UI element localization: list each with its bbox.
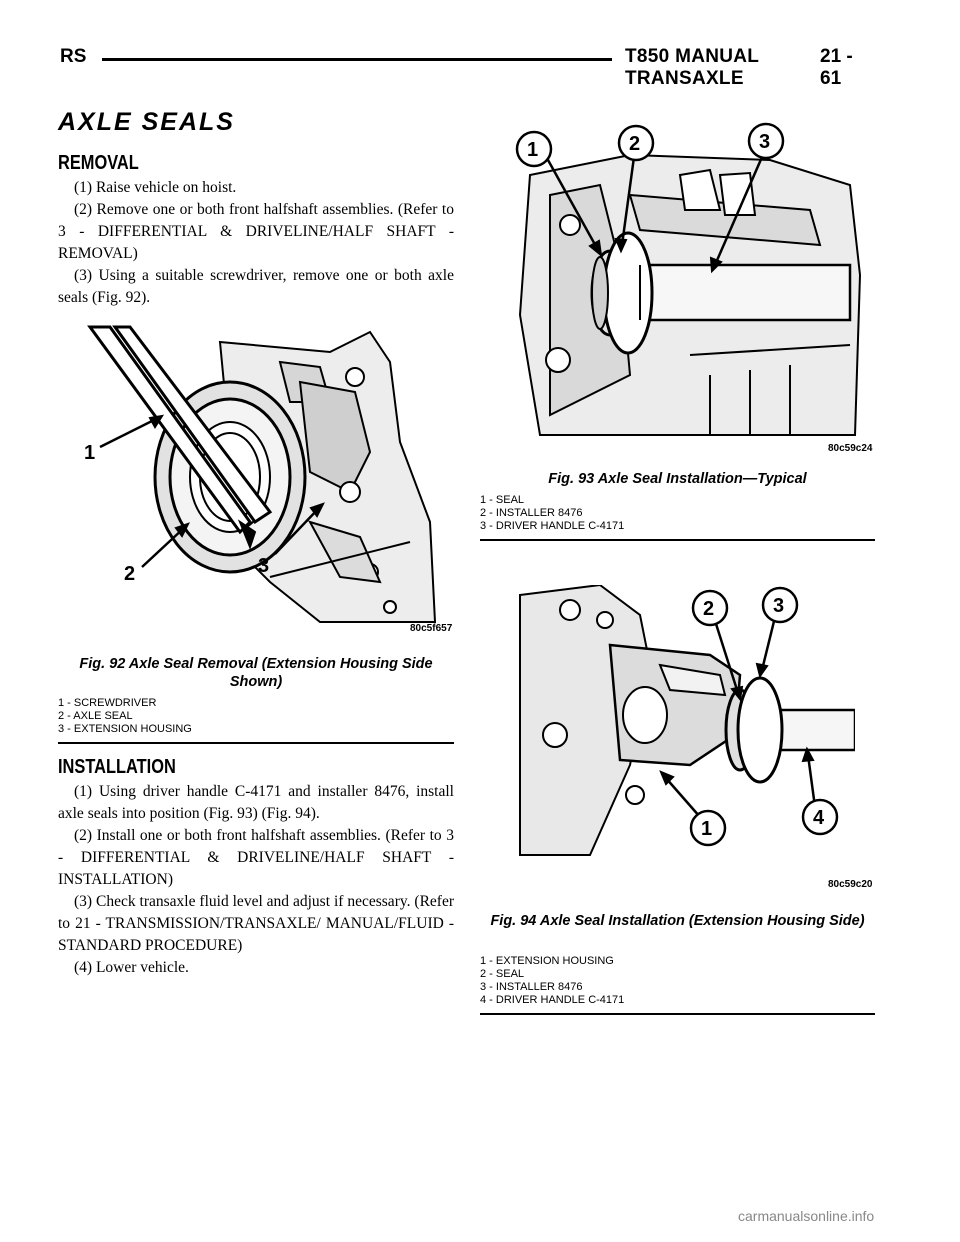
header-rule [102, 58, 612, 61]
fig94-callout-3: 3 [773, 595, 784, 617]
installation-heading: INSTALLATION [58, 756, 176, 778]
fig92-callout-2: 2 [124, 563, 135, 585]
removal-step: (3) Using a suitable screwdriver, remove… [58, 267, 454, 306]
fig94-code: 80c59c20 [828, 879, 873, 890]
fig92-callout-1: 1 [84, 442, 95, 464]
removal-step: (1) Raise vehicle on hoist. [74, 179, 237, 196]
fig93-callout-2: 2 [629, 133, 640, 155]
fig93-illustration: 1 2 3 [515, 122, 862, 436]
header-title: T850 MANUAL TRANSAXLE [625, 46, 759, 89]
fig93-caption: Fig. 93 Axle Seal Installation—Typical [548, 471, 807, 487]
fig94-legend-item: 1 - EXTENSION HOUSING [480, 955, 614, 967]
installation-step: (4) Lower vehicle. [74, 959, 189, 976]
fig94-legend-item: 4 - DRIVER HANDLE C-4171 [480, 994, 625, 1006]
installation-step: (3) Check transaxle fluid level and adju… [58, 893, 454, 954]
fig94-legend: 1 - EXTENSION HOUSING 2 - SEAL 3 - INSTA… [480, 955, 624, 1007]
installation-step: (2) Install one or both front halfshaft … [58, 827, 454, 888]
fig94-illustration: 2 3 4 1 [519, 585, 855, 856]
fig93-rule [480, 539, 875, 541]
fig93-callout-1: 1 [527, 139, 538, 161]
fig93-code: 80c59c24 [828, 443, 873, 454]
fig92-legend-item: 2 - AXLE SEAL [58, 710, 133, 722]
removal-heading: REMOVAL [58, 152, 139, 174]
fig94-rule [480, 1013, 875, 1015]
fig93-legend-item: 3 - DRIVER HANDLE C-4171 [480, 520, 625, 532]
fig92-legend-item: 1 - SCREWDRIVER [58, 697, 157, 709]
fig94-callout-1: 1 [701, 818, 712, 840]
fig94-legend-item: 2 - SEAL [480, 968, 525, 980]
fig94-callout-2: 2 [703, 598, 714, 620]
fig93-callout-3: 3 [759, 131, 770, 153]
fig92-rule [58, 742, 454, 744]
fig92-caption: Fig. 92 Axle Seal Removal (Extension Hou… [79, 656, 433, 690]
fig94-caption: Fig. 94 Axle Seal Installation (Extensio… [490, 913, 865, 929]
fig93-legend-item: 2 - INSTALLER 8476 [480, 507, 583, 519]
fig92-illustration: 1 2 3 [84, 325, 437, 623]
removal-step: (2) Remove one or both front halfshaft a… [58, 201, 454, 262]
installation-steps: (1) Using driver handle C-4171 and insta… [58, 781, 454, 979]
site-footer: carmanualsonline.info [738, 1208, 875, 1224]
installation-step: (1) Using driver handle C-4171 and insta… [58, 783, 454, 822]
fig92-code: 80c5f657 [410, 623, 453, 634]
fig94-callout-4: 4 [813, 807, 825, 829]
fig92-callout-3: 3 [258, 555, 269, 577]
section-code: RS [60, 46, 87, 67]
page-number: 21 - 61 [820, 46, 853, 89]
fig93-legend: 1 - SEAL 2 - INSTALLER 8476 3 - DRIVER H… [480, 494, 624, 533]
fig92-legend-item: 3 - EXTENSION HOUSING [58, 723, 192, 735]
removal-steps: (1) Raise vehicle on hoist. (2) Remove o… [58, 177, 454, 309]
fig93-legend-item: 1 - SEAL [480, 494, 525, 506]
fig94-legend-item: 3 - INSTALLER 8476 [480, 981, 583, 993]
page-header: RS T850 MANUAL TRANSAXLE 21 - 61 [60, 44, 875, 89]
page-title: AXLE SEALS [58, 108, 235, 136]
fig92-legend: 1 - SCREWDRIVER 2 - AXLE SEAL 3 - EXTENS… [58, 697, 192, 736]
